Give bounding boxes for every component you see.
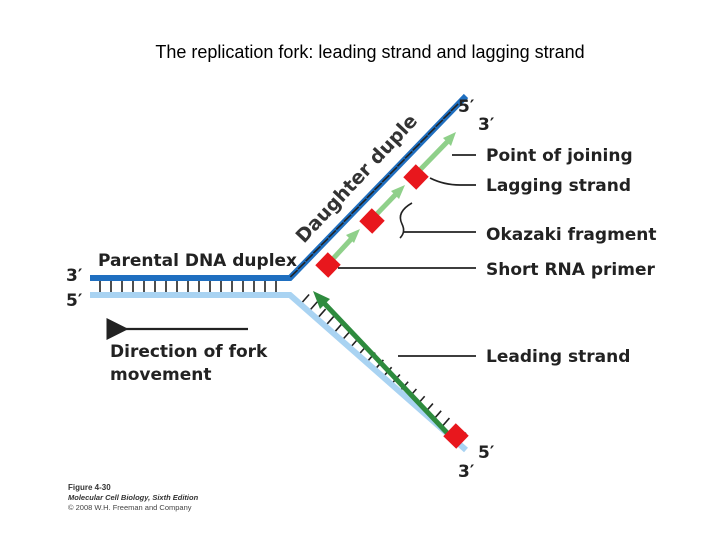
slide-title: The replication fork: leading strand and… bbox=[155, 42, 584, 62]
base-tick bbox=[297, 261, 306, 270]
base-tick bbox=[389, 166, 398, 175]
okazaki-fragment-3-arrowhead bbox=[443, 132, 456, 146]
leading-strand-arrowhead bbox=[313, 291, 330, 309]
leader-lagging-strand bbox=[429, 177, 476, 186]
left-5-prime: 5′ bbox=[66, 291, 83, 311]
direction-label-line2: movement bbox=[110, 365, 211, 385]
parental-duplex-label: Parental DNA duplex bbox=[98, 251, 297, 271]
parental-bottom-strand bbox=[90, 292, 468, 453]
short-rna-primer-label: Short RNA primer bbox=[486, 260, 655, 280]
okazaki-fragment-3 bbox=[414, 137, 452, 176]
base-tick bbox=[334, 323, 343, 332]
base-tick bbox=[289, 269, 299, 278]
direction-label-line1: Direction of fork bbox=[110, 342, 268, 362]
base-tick bbox=[358, 198, 367, 207]
figure-book: Molecular Cell Biology, Sixth Edition bbox=[68, 493, 199, 502]
base-tick bbox=[412, 142, 421, 152]
leading-rna-primer bbox=[443, 423, 469, 449]
bottom-5-prime: 5′ bbox=[478, 443, 495, 463]
rna-primer-3 bbox=[403, 164, 429, 190]
base-tick bbox=[320, 237, 329, 246]
base-tick bbox=[427, 127, 436, 136]
base-tick bbox=[373, 182, 383, 191]
base-tick bbox=[343, 214, 352, 223]
rna-primer-1 bbox=[315, 252, 341, 278]
base-tick bbox=[450, 103, 459, 112]
okazaki-fragment-2-arrowhead bbox=[391, 185, 405, 199]
base-tick bbox=[404, 150, 413, 159]
top-3-prime: 3′ bbox=[478, 115, 495, 135]
base-tick bbox=[396, 158, 406, 167]
figure-number: Figure 4-30 bbox=[68, 483, 111, 492]
bottom-3-prime: 3′ bbox=[458, 462, 475, 482]
base-tick bbox=[442, 111, 452, 120]
parental-duplex-base-ticks bbox=[99, 281, 277, 292]
okazaki-fragment-1 bbox=[328, 234, 356, 264]
leading-strand-label: Leading strand bbox=[486, 347, 630, 367]
lagging-strand-label: Lagging strand bbox=[486, 176, 631, 196]
base-tick bbox=[326, 315, 335, 325]
lagging-strand-fragments bbox=[328, 132, 456, 264]
left-3-prime: 3′ bbox=[66, 266, 83, 286]
base-tick bbox=[305, 253, 314, 262]
lagging-rna-primers bbox=[315, 164, 429, 278]
base-tick bbox=[328, 229, 337, 239]
base-tick bbox=[301, 293, 310, 303]
base-tick bbox=[381, 174, 390, 183]
base-tick bbox=[366, 190, 375, 199]
label-leader-lines bbox=[338, 154, 476, 357]
base-tick bbox=[433, 410, 442, 419]
rna-primer-2 bbox=[359, 208, 385, 234]
okazaki-bracket bbox=[399, 202, 413, 239]
point-of-joining-label: Point of joining bbox=[486, 146, 633, 166]
base-tick bbox=[442, 417, 451, 427]
base-tick bbox=[419, 135, 429, 144]
top-5-prime: 5′ bbox=[458, 97, 475, 117]
figure-copyright: © 2008 W.H. Freeman and Company bbox=[68, 503, 192, 512]
okazaki-fragment-label: Okazaki fragment bbox=[486, 225, 657, 245]
base-tick bbox=[335, 222, 345, 231]
base-tick bbox=[312, 245, 322, 254]
base-tick bbox=[318, 308, 327, 318]
okazaki-fragment-1-arrowhead bbox=[346, 229, 360, 243]
base-tick bbox=[351, 206, 360, 215]
base-tick bbox=[435, 119, 444, 128]
leading-strand bbox=[322, 301, 454, 440]
base-tick bbox=[310, 301, 318, 310]
upper-arm-base-ticks bbox=[289, 103, 459, 278]
